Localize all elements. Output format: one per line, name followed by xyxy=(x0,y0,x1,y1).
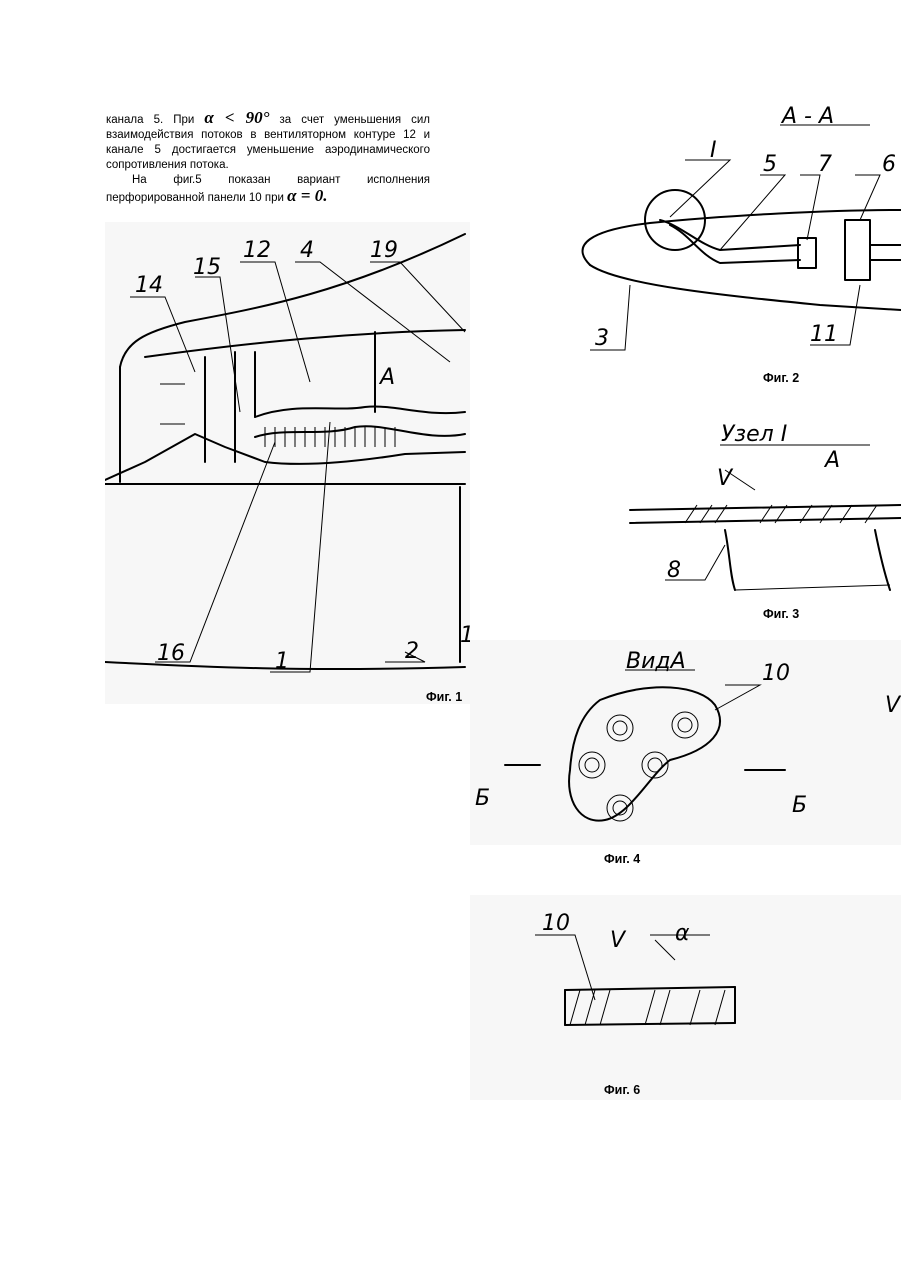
fig6-label-alpha: α xyxy=(675,921,690,946)
math-alpha-lt-90: α < 90° xyxy=(204,108,269,127)
fig2-label-7: 7 xyxy=(818,152,832,177)
figure-1-caption: Фиг. 1 xyxy=(426,690,462,704)
fig1-label-15: 15 xyxy=(193,255,221,280)
figure-4-drawing: ВидA 10 Б Б V xyxy=(470,640,901,845)
fig1-label-16: 16 xyxy=(157,641,185,666)
fig2-label-3: 3 xyxy=(595,326,609,351)
text-span: На фиг.5 показан вариант исполнения перф… xyxy=(106,174,430,204)
fig4-label-title: ВидA xyxy=(626,649,686,674)
text-span: канала 5. При xyxy=(106,114,204,126)
fig4-label-10: 10 xyxy=(762,661,790,686)
paragraph-2: На фиг.5 показан вариант исполнения перф… xyxy=(106,173,430,206)
fig2-label-11: 11 xyxy=(810,322,838,347)
fig3-label-A: A xyxy=(823,448,840,473)
fig3-label-8: 8 xyxy=(667,558,681,583)
math-alpha-eq-0: α = 0. xyxy=(287,186,327,205)
fig3-label-V: V xyxy=(717,466,734,491)
figure-3-drawing: Узел I V A 8 xyxy=(625,405,901,600)
body-text: канала 5. При α < 90° за счет уменьшения… xyxy=(106,110,430,206)
fig2-label-5: 5 xyxy=(763,152,777,177)
fig1-label-A: A xyxy=(378,365,395,390)
paragraph-1: канала 5. При α < 90° за счет уменьшения… xyxy=(106,110,430,173)
figure-2-drawing: A - A I 5 7 6 3 11 xyxy=(570,105,901,365)
fig1-label-2: 2 xyxy=(405,639,419,664)
fig4-label-B2: Б xyxy=(792,793,807,818)
fig6-label-V: V xyxy=(610,928,627,953)
fig4-label-B1: Б xyxy=(475,786,490,811)
figure-4-caption: Фиг. 4 xyxy=(604,852,640,866)
figure-3: Узел I V A 8 xyxy=(625,405,901,600)
fig1-label-19: 19 xyxy=(370,238,398,263)
fig1-label-14: 14 xyxy=(135,273,163,298)
figure-6-caption: Фиг. 6 xyxy=(604,1083,640,1097)
figure-1: 12 4 19 15 14 A 16 1 2 1 xyxy=(105,222,470,704)
fig2-label-6: 6 xyxy=(882,152,896,177)
fig2-label-section: A - A xyxy=(780,105,834,129)
figure-4: ВидA 10 Б Б V xyxy=(470,640,901,845)
fig3-label-title: Узел I xyxy=(721,422,787,447)
fig6-label-10: 10 xyxy=(542,911,570,936)
fig2-label-I: I xyxy=(710,138,717,163)
figure-1-drawing: 12 4 19 15 14 A 16 1 2 1 xyxy=(105,222,470,704)
figure-2: A - A I 5 7 6 3 11 xyxy=(570,105,901,365)
fig1-label-4: 4 xyxy=(300,238,314,263)
figure-3-caption: Фиг. 3 xyxy=(763,607,799,621)
figure-6-drawing: 10 V α xyxy=(470,895,901,1100)
fig1-label-1: 1 xyxy=(275,649,289,674)
fig1-label-1b: 1 xyxy=(460,623,470,648)
figure-6: 10 V α xyxy=(470,895,901,1100)
figure-2-caption: Фиг. 2 xyxy=(763,371,799,385)
fig4-label-V: V xyxy=(885,693,901,718)
fig1-label-12: 12 xyxy=(243,238,271,263)
